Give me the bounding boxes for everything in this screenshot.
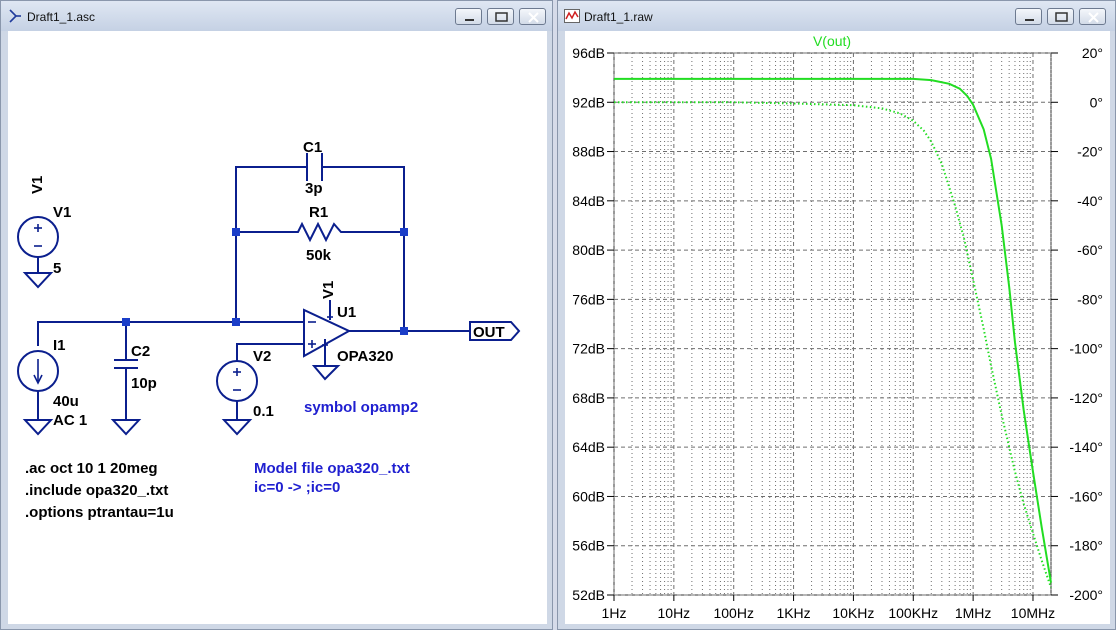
minimize-icon [1025,19,1034,21]
minimize-button[interactable] [455,8,482,25]
restore-icon [1055,12,1068,22]
schematic-titlebar[interactable]: Draft1_1.asc [1,1,552,31]
y-right-tick-label: -160° [1069,488,1103,504]
magnitude-trace[interactable] [614,77,1052,583]
waveform-window-title: Draft1_1.raw [584,10,653,24]
plot-area[interactable] [613,52,1052,596]
x-tick-label: 10Hz [658,605,691,621]
u1-opamp-symbol[interactable] [303,308,352,358]
v1-ref-label: V1 [53,204,71,221]
y-left-tick-label: 72dB [572,341,605,357]
waveform-canvas[interactable]: 96dB 92dB 88dB 84dB 80dB 76dB 72dB 68dB 64dB 60dB… [565,31,1110,624]
junction-dot [400,228,408,236]
x-tick-label: 1KHz [776,605,810,621]
axis-ticks: 96dB 92dB 88dB 84dB 80dB 76dB 72dB 68dB 64dB 60dB… [572,45,1103,621]
directive-options[interactable]: .options ptrantau=1u [25,504,174,521]
schematic-window: Draft1_1.asc [0,0,553,630]
waveform-titlebar[interactable]: Draft1_1.raw [558,1,1115,31]
junction-dot [400,327,408,335]
y-right-tick-label: -80° [1077,291,1103,307]
directive-ac[interactable]: .ac oct 10 1 20meg [25,460,158,477]
ic-comment[interactable]: ic=0 -> ;ic=0 [254,479,340,496]
chart-title[interactable]: V(out) [813,33,851,49]
c2-value-label: 10p [131,375,157,392]
y-right-tick-label: 20° [1082,45,1103,61]
y-left-tick-label: 84dB [572,193,605,209]
y-left-tick-label: 76dB [572,291,605,307]
v1-source-symbol[interactable] [17,216,59,258]
c1-ref-label: C1 [303,139,322,156]
phase-trace[interactable] [614,101,1052,588]
restore-icon [495,12,508,22]
x-tick-label: 10KHz [832,605,874,621]
y-left-tick-label: 56dB [572,538,605,554]
waveform-window: Draft1_1.raw 96dB 92dB 88dB 84dB 80dB 76dB 72d… [557,0,1116,630]
schematic-canvas[interactable]: V1 V1 5 C1 3p R1 50k V1 U1 OPA320 I1 40u… [8,31,547,624]
junction-dot [232,318,240,326]
directive-include[interactable]: .include opa320_.txt [25,482,168,499]
v1-value-label: 5 [53,260,61,277]
y-right-tick-label: 0° [1090,94,1103,110]
x-tick-label: 100Hz [713,605,753,621]
out-label: OUT [473,324,505,341]
waveform-file-icon [564,9,580,23]
x-tick-label: 10MHz [1011,605,1055,621]
close-icon [528,12,539,23]
close-button[interactable] [1079,8,1106,25]
y-right-tick-label: -100° [1069,341,1103,357]
v2-value-label: 0.1 [253,403,274,420]
c1-value-label: 3p [305,180,323,197]
schematic-window-title: Draft1_1.asc [27,10,96,24]
y-left-tick-label: 52dB [572,587,605,603]
minimize-icon [465,19,474,21]
junction-dot [232,228,240,236]
close-icon [1088,12,1099,23]
u1-pin-label: V1 [320,281,337,299]
y-left-tick-label: 60dB [572,488,605,504]
i1-ac-label: AC 1 [53,412,87,429]
y-left-tick-label: 96dB [572,45,605,61]
x-tick-label: 1Hz [602,605,627,621]
i1-ref-label: I1 [53,337,66,354]
v2-source-symbol[interactable] [216,360,258,402]
r1-value-label: 50k [306,247,332,264]
y-left-tick-label: 88dB [572,144,605,160]
series-traces[interactable] [614,77,1052,588]
schematic-file-icon [9,9,21,23]
maximize-button[interactable] [487,8,514,25]
r1-ref-label: R1 [309,204,328,221]
minimize-button[interactable] [1015,8,1042,25]
r1-resistor[interactable] [236,221,404,243]
close-button[interactable] [519,8,546,25]
maximize-button[interactable] [1047,8,1074,25]
y-right-tick-label: -140° [1069,439,1103,455]
y-right-tick-label: -40° [1077,193,1103,209]
y-right-tick-label: -200° [1069,587,1103,603]
symbol-comment[interactable]: symbol opamp2 [304,399,418,416]
out-net-flag[interactable] [469,321,521,341]
y-left-tick-label: 92dB [572,94,605,110]
y-left-tick-label: 80dB [572,242,605,258]
grid [613,52,1052,596]
i1-value-label: 40u [53,393,79,410]
schematic-drawing: V1 V1 5 C1 3p R1 50k V1 U1 OPA320 I1 40u… [17,139,521,521]
y-right-tick-label: -60° [1077,242,1103,258]
y-right-tick-label: -20° [1077,144,1103,160]
v2-ref-label: V2 [253,348,271,365]
v1-pin-label: V1 [29,176,46,194]
y-right-tick-label: -120° [1069,390,1103,406]
y-left-tick-label: 68dB [572,390,605,406]
y-right-tick-label: -180° [1069,538,1103,554]
bode-plot[interactable]: 96dB 92dB 88dB 84dB 80dB 76dB 72dB 68dB 64dB 60dB… [565,31,1110,624]
u1-ref-label: U1 [337,304,356,321]
y-left-tick-label: 64dB [572,439,605,455]
junction-dot [122,318,130,326]
model-comment[interactable]: Model file opa320_.txt [254,460,410,477]
u1-model-label: OPA320 [337,348,393,365]
x-tick-label: 100KHz [888,605,938,621]
c2-ref-label: C2 [131,343,150,360]
x-tick-label: 1MHz [955,605,992,621]
